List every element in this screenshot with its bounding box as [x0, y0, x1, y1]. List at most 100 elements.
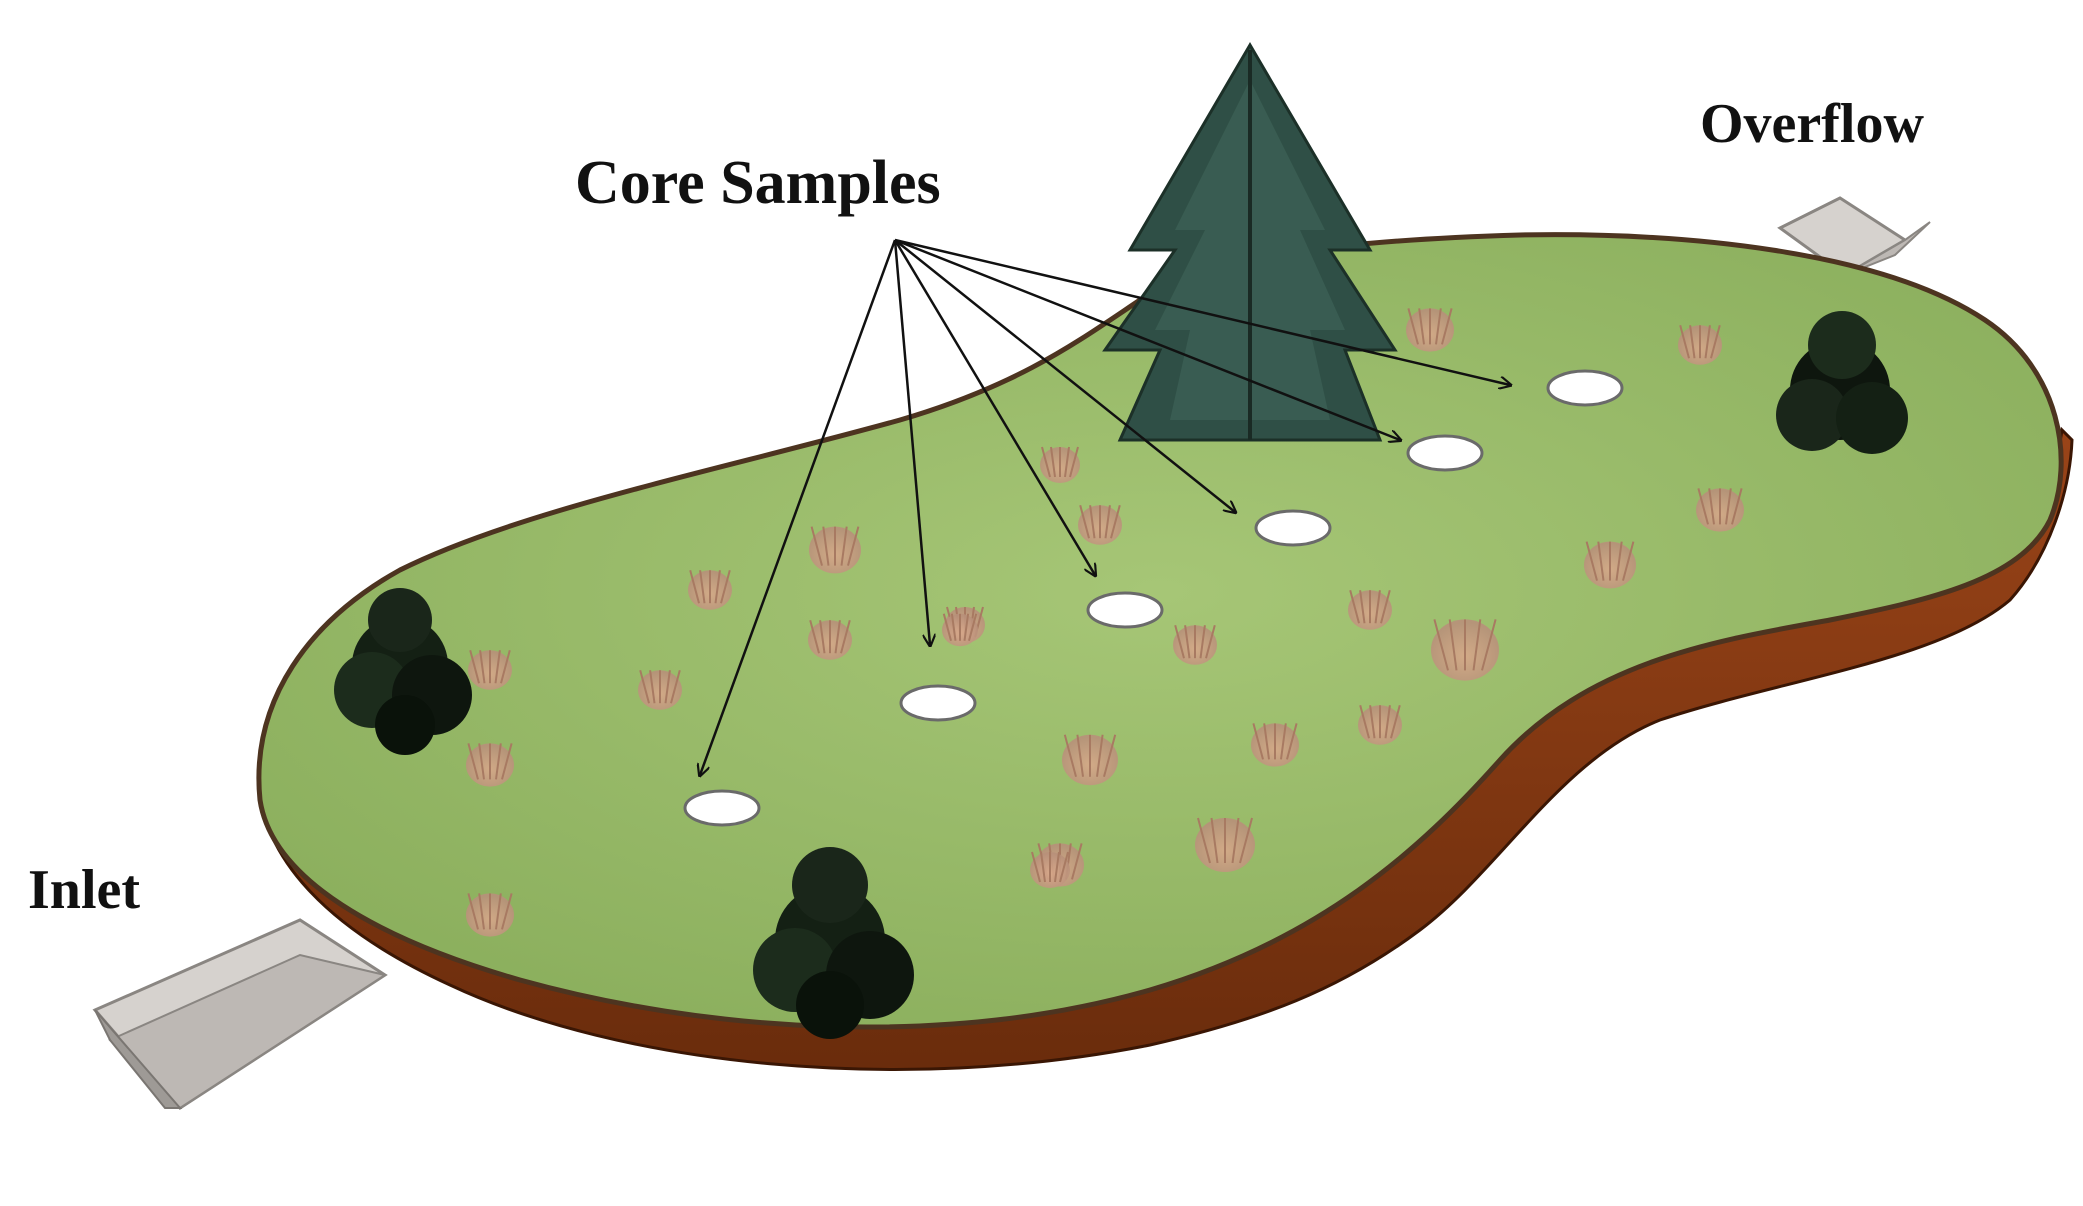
grass-blade	[664, 670, 671, 704]
grass-blade	[1597, 541, 1605, 581]
core-sample-disc-5	[1406, 434, 1484, 472]
grass-blade	[1054, 851, 1060, 883]
grass-blade	[1384, 705, 1391, 739]
grass-tuft	[1678, 324, 1722, 365]
grass-blade	[494, 650, 501, 684]
grass-blade	[1089, 505, 1096, 539]
grass-tuft	[1251, 723, 1299, 767]
grass-tuft	[1358, 704, 1402, 745]
grass-blade	[1380, 589, 1391, 624]
grass-blade	[1252, 723, 1264, 760]
grass-blade	[495, 743, 502, 780]
grass-tuft	[468, 649, 512, 690]
grass-blade	[714, 570, 721, 604]
grass-blade	[968, 613, 978, 642]
grass-tuft	[1078, 504, 1122, 545]
grass-blade	[1418, 308, 1425, 345]
grass-tuft	[1348, 589, 1392, 630]
grass-tuft	[1431, 619, 1499, 681]
grass-tuft	[466, 893, 514, 937]
grass-blade	[1040, 851, 1046, 883]
core-sample-arrow-1	[700, 239, 897, 775]
grass-tuft	[1696, 488, 1744, 532]
grass-blade	[810, 526, 823, 566]
lawn-surface	[256, 232, 2064, 1030]
inlet-channel	[92, 918, 388, 1110]
core-sample-arrow-4	[894, 239, 1235, 512]
grass-blade	[963, 613, 970, 641]
grass-blade	[467, 743, 479, 780]
grass-blade	[1079, 504, 1090, 539]
grass-blade	[1679, 324, 1690, 359]
grass-blade	[1708, 488, 1715, 525]
core-sample-disc-1	[683, 789, 761, 827]
grass-blade	[1069, 446, 1079, 478]
grass-blade	[847, 526, 860, 566]
core-sample-arrow-6	[894, 238, 1510, 385]
grass-blade	[1731, 488, 1743, 525]
grass-tuft	[688, 569, 732, 610]
grass-blade	[1205, 624, 1216, 659]
grass-blade	[501, 893, 513, 930]
grass-blade	[1622, 541, 1635, 581]
grass-tuft	[466, 743, 514, 787]
grass-blade	[1174, 624, 1185, 659]
grass-blade	[1725, 488, 1732, 525]
grass-blade	[670, 669, 681, 704]
grass-blade	[1374, 590, 1381, 624]
grass-blade	[1063, 734, 1077, 778]
grass-blade	[1110, 504, 1121, 539]
grass-blade	[1239, 817, 1253, 864]
grass-blade	[1481, 619, 1497, 671]
grass-blade	[1407, 308, 1419, 345]
grass-blade	[1435, 308, 1442, 345]
core-sample-arrow-2	[893, 239, 930, 645]
grass-blade	[1369, 705, 1376, 739]
grass-blade	[479, 650, 486, 684]
core-sample-disc-3	[1086, 591, 1164, 629]
grass-tuft	[808, 619, 852, 660]
grass-blade	[495, 893, 502, 930]
grass-blade	[819, 620, 826, 654]
grass-tuft	[1195, 817, 1255, 872]
grass-blade	[1359, 704, 1370, 739]
core-sample-disc-4	[1254, 509, 1332, 547]
grass-blade	[1704, 325, 1711, 359]
grass-blade	[942, 613, 952, 642]
grass-blade	[1280, 723, 1287, 760]
grass-blade	[1041, 446, 1051, 478]
grass-blade	[1263, 723, 1270, 760]
grass-blade	[834, 620, 841, 654]
core-samples	[683, 369, 1624, 827]
grass-blade	[469, 649, 480, 684]
grass-blade	[1199, 625, 1206, 659]
grass-blade	[649, 670, 656, 704]
grass-blade	[1050, 446, 1056, 478]
inlet-label: Inlet	[28, 859, 140, 921]
grass-blade	[1585, 541, 1598, 581]
grass-blade	[1286, 723, 1298, 760]
grass-tuft	[1040, 446, 1080, 483]
grass-blade	[699, 570, 706, 604]
grass-tuft	[1406, 308, 1454, 352]
grass-blade	[1231, 817, 1240, 864]
overflow-label: Overflow	[1700, 93, 1924, 155]
grass-blade	[1103, 734, 1117, 778]
grass-blade	[840, 526, 848, 566]
grass-tufts	[466, 308, 1744, 937]
grass-blade	[1031, 851, 1041, 883]
grass-blade	[1615, 541, 1623, 581]
grass-blade	[1359, 590, 1366, 624]
grass-blade	[840, 619, 851, 654]
grass-tuft	[638, 669, 682, 710]
grass-blade	[1441, 308, 1453, 345]
core-sample-disc-2	[899, 684, 977, 722]
grass-blade	[950, 613, 957, 641]
grass-blade	[639, 669, 650, 704]
grass-blade	[1448, 619, 1458, 671]
grass-blade	[500, 649, 511, 684]
grass-tuft	[1062, 734, 1118, 786]
grass-blade	[689, 569, 700, 604]
